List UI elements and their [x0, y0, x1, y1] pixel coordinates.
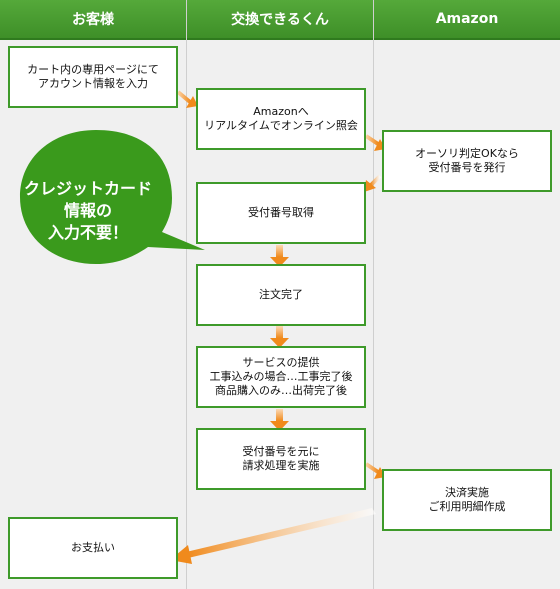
lane-header-customer: お客様 — [0, 0, 186, 40]
step-realtime-inquiry: Amazonへ リアルタイムでオンライン照会 — [196, 88, 366, 150]
arrow-cart-to-inquiry — [176, 90, 198, 108]
step-cart-entry: カート内の専用ページにて アカウント情報を入力 — [8, 46, 178, 108]
lane-header-amazon: Amazon — [374, 0, 560, 40]
step-service: サービスの提供 工事込みの場合…工事完了後 商品購入のみ…出荷完了後 — [196, 346, 366, 408]
step-payment: お支払い — [8, 517, 178, 579]
step-order-complete: 注文完了 — [196, 264, 366, 326]
step-billing: 受付番号を元に 請求処理を実施 — [196, 428, 366, 490]
arrow-service-to-billing — [270, 409, 289, 431]
callout-text: クレジットカード 情報の 入力不要！ — [23, 179, 152, 242]
step-receipt-number: 受付番号取得 — [196, 182, 366, 244]
lane-divider — [186, 0, 187, 589]
arrow-order-to-service — [270, 326, 289, 348]
step-authorization: オーソリ判定OKなら 受付番号を発行 — [382, 130, 552, 192]
callout-bubble — [20, 130, 205, 264]
lane-divider — [373, 0, 374, 589]
arrow-receipt-to-order — [270, 245, 289, 267]
arrow-authorization-to-receipt — [364, 174, 382, 192]
lane-header-exchange: 交換できるくん — [187, 0, 373, 40]
step-settlement: 決済実施 ご利用明細作成 — [382, 469, 552, 531]
arrow-settlement-to-payment — [170, 508, 376, 564]
